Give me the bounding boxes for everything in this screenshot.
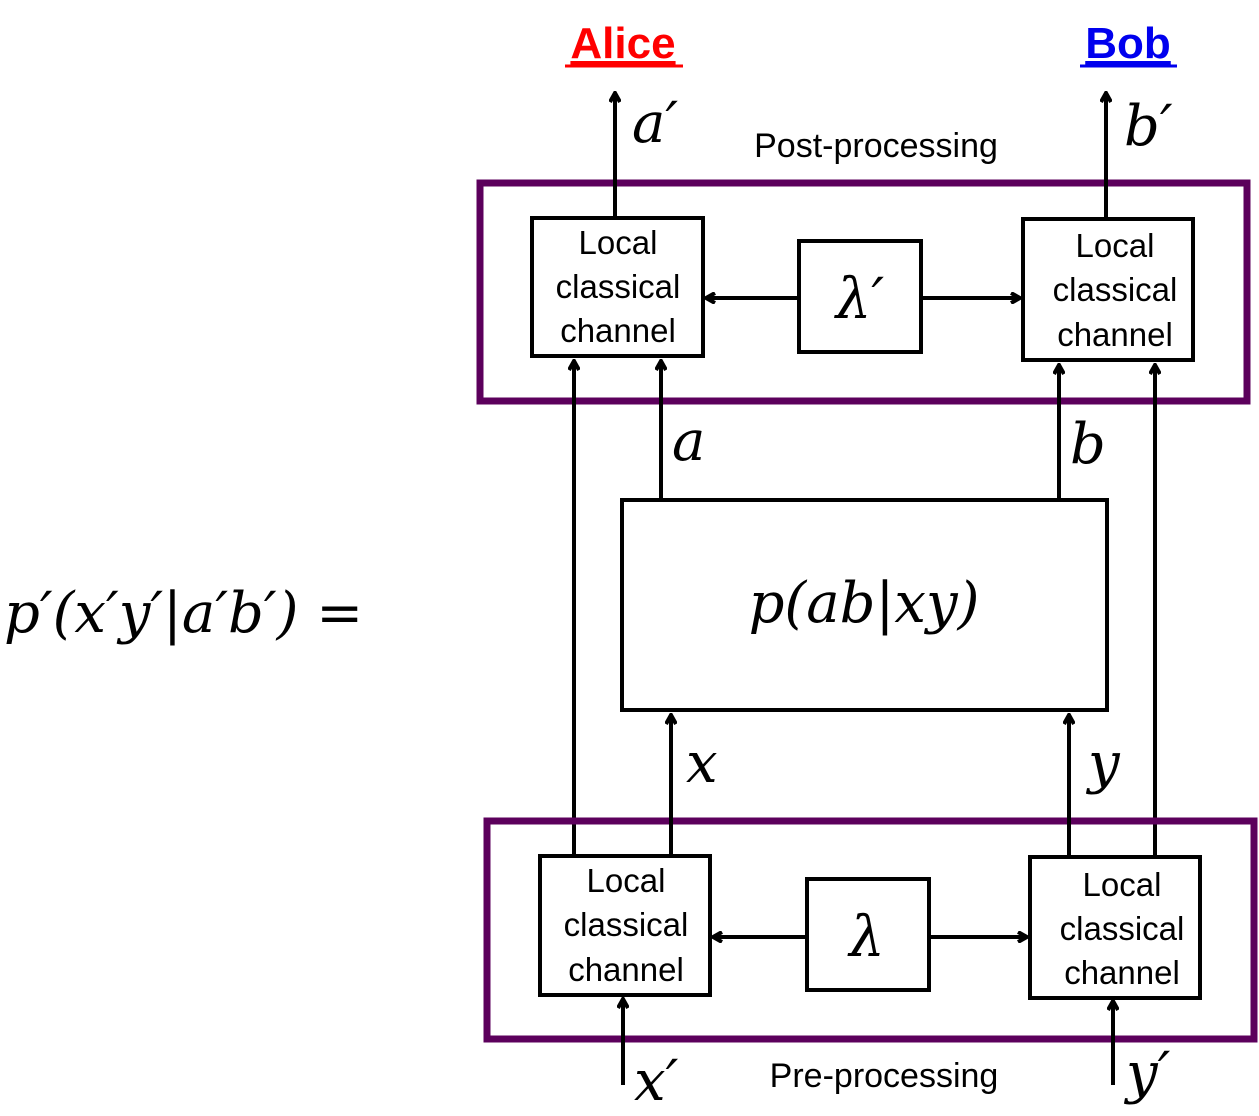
post-bob-channel-line2: classical [1053, 271, 1178, 308]
post-processing-region [476, 179, 1251, 405]
var-y-prime: y′ [1123, 1041, 1171, 1106]
pre-alice-channel-box: Local classical channel [538, 854, 712, 997]
pre-alice-channel-line3: channel [568, 951, 684, 988]
post-alice-channel-line1: Local [579, 224, 658, 261]
pre-processing-region [483, 817, 1258, 1043]
pre-alice-channel-line2: classical [564, 906, 689, 943]
central-box-label: p(ab|xy) [749, 571, 980, 636]
post-alice-channel-line3: channel [560, 312, 676, 349]
bob-label: Bob [1085, 19, 1171, 68]
post-processing-label: Post-processing [754, 127, 998, 165]
pre-bob-channel-box: Local classical channel [1028, 855, 1202, 1000]
post-alice-channel-box: Local classical channel [530, 216, 705, 358]
var-x: x [686, 731, 718, 796]
pre-processing-label: Pre-processing [770, 1057, 999, 1095]
pre-bob-channel-line2: classical [1060, 910, 1185, 947]
var-b: b [1070, 412, 1106, 477]
var-y: y [1085, 731, 1121, 796]
pre-bob-channel-line1: Local [1083, 866, 1162, 903]
central-box: p(ab|xy) [620, 498, 1109, 712]
pre-bob-channel-line3: channel [1064, 954, 1180, 991]
pre-alice-channel-line1: Local [587, 862, 666, 899]
var-b-prime: b′ [1124, 94, 1173, 159]
var-a-prime: a′ [632, 91, 678, 156]
var-a: a [672, 409, 705, 474]
lambda-prime-box: λ′ [797, 239, 923, 354]
post-bob-channel-box: Local classical channel [1021, 217, 1195, 362]
lambda-box: λ [805, 877, 931, 992]
lambda-label: λ [847, 905, 885, 970]
post-alice-channel-line2: classical [556, 268, 681, 305]
post-bob-channel-line1: Local [1076, 227, 1155, 264]
equation-lhs: p′(x′y′|a′b′) = [4, 581, 363, 646]
lambda-prime-label: λ′ [834, 267, 884, 332]
alice-label: Alice [570, 19, 675, 68]
post-bob-channel-line3: channel [1057, 316, 1173, 353]
var-x-prime: x′ [634, 1049, 679, 1114]
